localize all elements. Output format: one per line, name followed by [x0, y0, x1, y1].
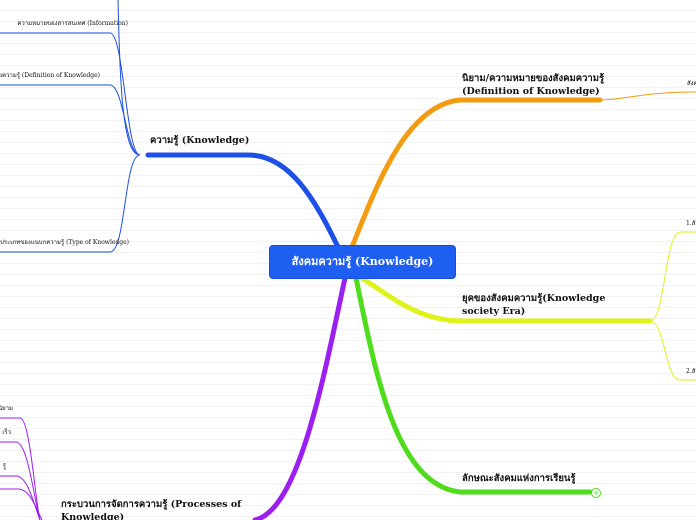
connector-definition: [349, 97, 603, 250]
subtopic-definition-of-knowledge[interactable]: ความหมายความรู้ (Definition of Knowledge…: [0, 72, 100, 79]
connector-process-child-4: [0, 488, 43, 520]
subtopic-process-child-3[interactable]: รู้: [2, 463, 6, 470]
subtopic-definition-child[interactable]: สังค: [687, 80, 696, 87]
subtopic-process-child-2[interactable]: เร็ว: [2, 429, 11, 436]
subtopic-era-child-1[interactable]: 1.สั: [686, 220, 696, 227]
topic-learning-society[interactable]: ลักษณะสังคมแห่งการเรียนรู้: [462, 473, 576, 484]
subtopic-era-child-2[interactable]: 2.สั: [686, 368, 696, 375]
topic-knowledge[interactable]: ความรู้ (Knowledge): [150, 135, 250, 146]
central-topic[interactable]: สังคมความรู้ (Knowledge): [270, 246, 455, 278]
topic-processes-of-knowledge[interactable]: กระบวนการจัดการความรู้ (Processes of Kno…: [61, 499, 242, 520]
connector-definition-of-knowledge: [0, 84, 141, 156]
connector-era-child-1: [649, 231, 696, 322]
subtopic-type-of-knowledge[interactable]: ประเภทของแนบกความรู้ (Type of Knowledge): [0, 239, 129, 246]
connector-type-of-knowledge: [0, 154, 141, 253]
connector-process-child-1: [0, 417, 41, 520]
subtopic-information[interactable]: ความหมายของสารสนเทศ (Information): [17, 20, 128, 27]
connector-process-child-3: [0, 475, 41, 520]
connector-era-child-2: [649, 320, 696, 381]
connector-knowledge: [145, 152, 341, 250]
connector-process: [252, 275, 348, 520]
connector-knowledge-top: [117, 0, 141, 156]
connector-definition-child: [599, 91, 696, 101]
plus-icon[interactable]: +: [591, 488, 601, 498]
topic-knowledge-society-era[interactable]: ยุคของสังคมความรู้(Knowledge society Era…: [462, 293, 606, 317]
connector-information: [0, 32, 141, 156]
subtopic-process-child-1[interactable]: นิยาม: [0, 405, 13, 412]
topic-definition-of-knowledge-society[interactable]: นิยาม/ความหมายของสังคมความรู้ (Definitio…: [462, 73, 605, 97]
connector-learning: [353, 275, 593, 495]
connector-era: [359, 275, 653, 324]
